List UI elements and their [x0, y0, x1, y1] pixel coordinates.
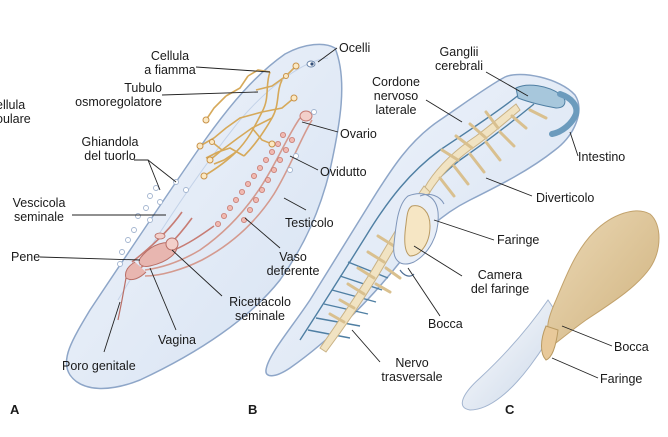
cut-label: ellula oulare: [0, 98, 36, 130]
label-vagina: Vagina: [158, 333, 196, 347]
label-camera-line1: Camera: [477, 268, 523, 282]
label-intestino: Intestino: [578, 150, 626, 164]
cerebral-ganglia: [515, 84, 580, 137]
label-gangli-line2: cerebrali: [435, 59, 483, 73]
ocelli-a: [306, 60, 316, 68]
label-ricettacolo-line1: Ricettacolo: [229, 295, 291, 309]
label-bocca-b: Bocca: [428, 317, 463, 331]
cut-label-line1: ellula: [0, 98, 26, 112]
label-tubulo-line1: Tubulo: [124, 81, 162, 95]
panel-letter-c: C: [505, 402, 515, 417]
label-diverticolo: Diverticolo: [536, 191, 595, 205]
label-ovidutto: Ovidutto: [320, 165, 367, 179]
label-vaso-line1: Vaso: [279, 250, 307, 264]
label-ricettacolo-seminale: Ricettacolo seminale: [222, 295, 298, 323]
leader-lines-c: [551, 325, 613, 379]
excretory-network: [199, 65, 297, 177]
label-cellula-line2: a fiamma: [144, 63, 196, 77]
label-ganglii-cerebrali: Ganglii cerebrali: [430, 45, 488, 73]
label-ghiandola-del-tuorlo: Ghiandola del tuorlo: [70, 135, 150, 163]
label-testicolo: Testicolo: [285, 216, 334, 230]
label-cellula-line1: Cellula: [150, 49, 190, 63]
label-cordone-line1: Cordone: [372, 75, 420, 89]
leader-lines-a: [39, 47, 339, 353]
label-cordone-line3: laterale: [375, 103, 417, 117]
label-nervo-line1: Nervo: [395, 356, 429, 370]
label-ghiandola-line2: del tuorlo: [84, 149, 136, 163]
gut-diverticula: [328, 108, 548, 324]
panel-letter-a: A: [10, 402, 20, 417]
label-pene: Pene: [11, 250, 41, 264]
label-tubulo-osmoregolatore: Tubulo osmoregolatore: [58, 81, 162, 109]
label-vaso-deferente: Vaso deferente: [262, 250, 324, 278]
label-ricettacolo-line2: seminale: [234, 309, 286, 323]
ovary-oviduct: [144, 110, 313, 277]
panel-letter-b: B: [248, 402, 258, 417]
label-camera-del-faringe: Camera del faringe: [462, 268, 538, 296]
label-faringe-c: Faringe: [600, 372, 643, 386]
label-ocelli: Ocelli: [339, 41, 371, 55]
label-vescicola-seminale: Vescicola seminale: [6, 196, 72, 224]
label-vescicola-line1: Vescicola: [12, 196, 66, 210]
label-bocca-c: Bocca: [614, 340, 649, 354]
label-vescicola-line2: seminale: [13, 210, 65, 224]
label-ovario: Ovario: [340, 127, 377, 141]
label-faringe-b: Faringe: [497, 233, 540, 247]
flame-cells: [196, 62, 300, 180]
pharynx-chamber: [393, 193, 445, 277]
testes: [214, 131, 295, 227]
label-cellula-a-fiamma: Cellula a fiamma: [140, 49, 200, 77]
label-ghiandola-line1: Ghiandola: [81, 135, 139, 149]
label-tubulo-line2: osmoregolatore: [75, 95, 162, 109]
cut-label-line2: oulare: [0, 112, 31, 126]
leader-lines-b: [351, 71, 579, 363]
label-nervo-line2: trasversale: [381, 370, 443, 384]
planarian-c: [461, 210, 660, 411]
label-cordone-line2: nervoso: [373, 89, 419, 103]
label-camera-line2: del faringe: [470, 282, 530, 296]
label-cordone-nervoso-laterale: Cordone nervoso laterale: [366, 75, 426, 117]
label-nervo-trasversale: Nervo trasversale: [376, 356, 448, 384]
label-poro-genitale: Poro genitale: [62, 359, 136, 373]
yolk-glands: [117, 109, 317, 267]
label-vaso-line2: deferente: [266, 264, 320, 278]
label-gangli-line1: Ganglii: [439, 45, 479, 59]
